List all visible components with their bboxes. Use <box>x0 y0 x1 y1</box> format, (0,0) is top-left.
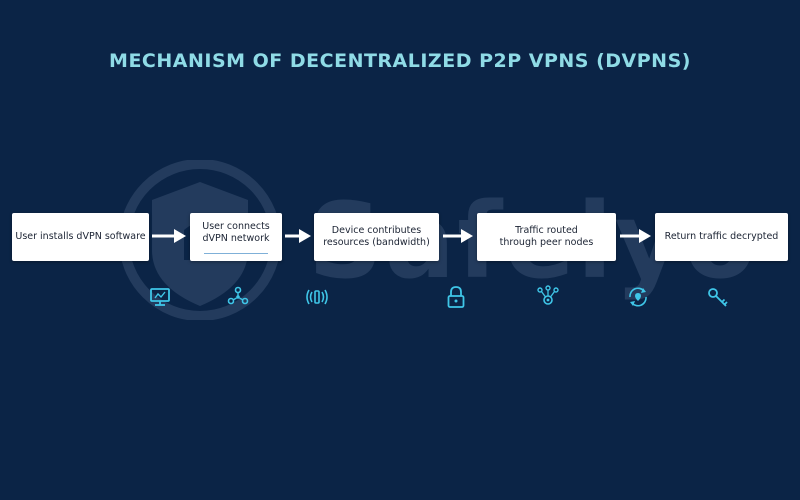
arrow-right-icon <box>620 229 651 243</box>
signal-waves-icon <box>306 289 328 305</box>
step-box-install: User installs dVPN software <box>12 213 149 261</box>
diagram-title: MECHANISM OF DECENTRALIZED P2P VPNS (DVP… <box>109 50 691 72</box>
step-label: User connects dVPN network <box>202 221 270 244</box>
step-label: Traffic routed through peer nodes <box>499 225 594 248</box>
step-label: Return traffic decrypted <box>664 231 779 242</box>
arrow-right-icon <box>152 229 186 243</box>
padlock-icon <box>447 286 465 308</box>
network-nodes-icon <box>227 286 249 305</box>
step-box-contribute: Device contributes resources (bandwidth) <box>314 213 439 261</box>
monitor-icon <box>150 288 170 306</box>
step-label: Device contributes resources (bandwidth) <box>323 225 430 248</box>
step-box-connect: User connects dVPN network <box>190 213 282 261</box>
key-icon <box>708 288 728 307</box>
step-box-route: Traffic routed through peer nodes <box>477 213 616 261</box>
arrow-right-icon <box>443 229 473 243</box>
step-label: User installs dVPN software <box>15 231 146 242</box>
node-routing-icon <box>537 285 559 305</box>
arrow-right-icon <box>285 229 311 243</box>
location-sync-icon <box>629 287 647 307</box>
divider <box>204 253 268 254</box>
step-box-decrypt: Return traffic decrypted <box>655 213 788 261</box>
